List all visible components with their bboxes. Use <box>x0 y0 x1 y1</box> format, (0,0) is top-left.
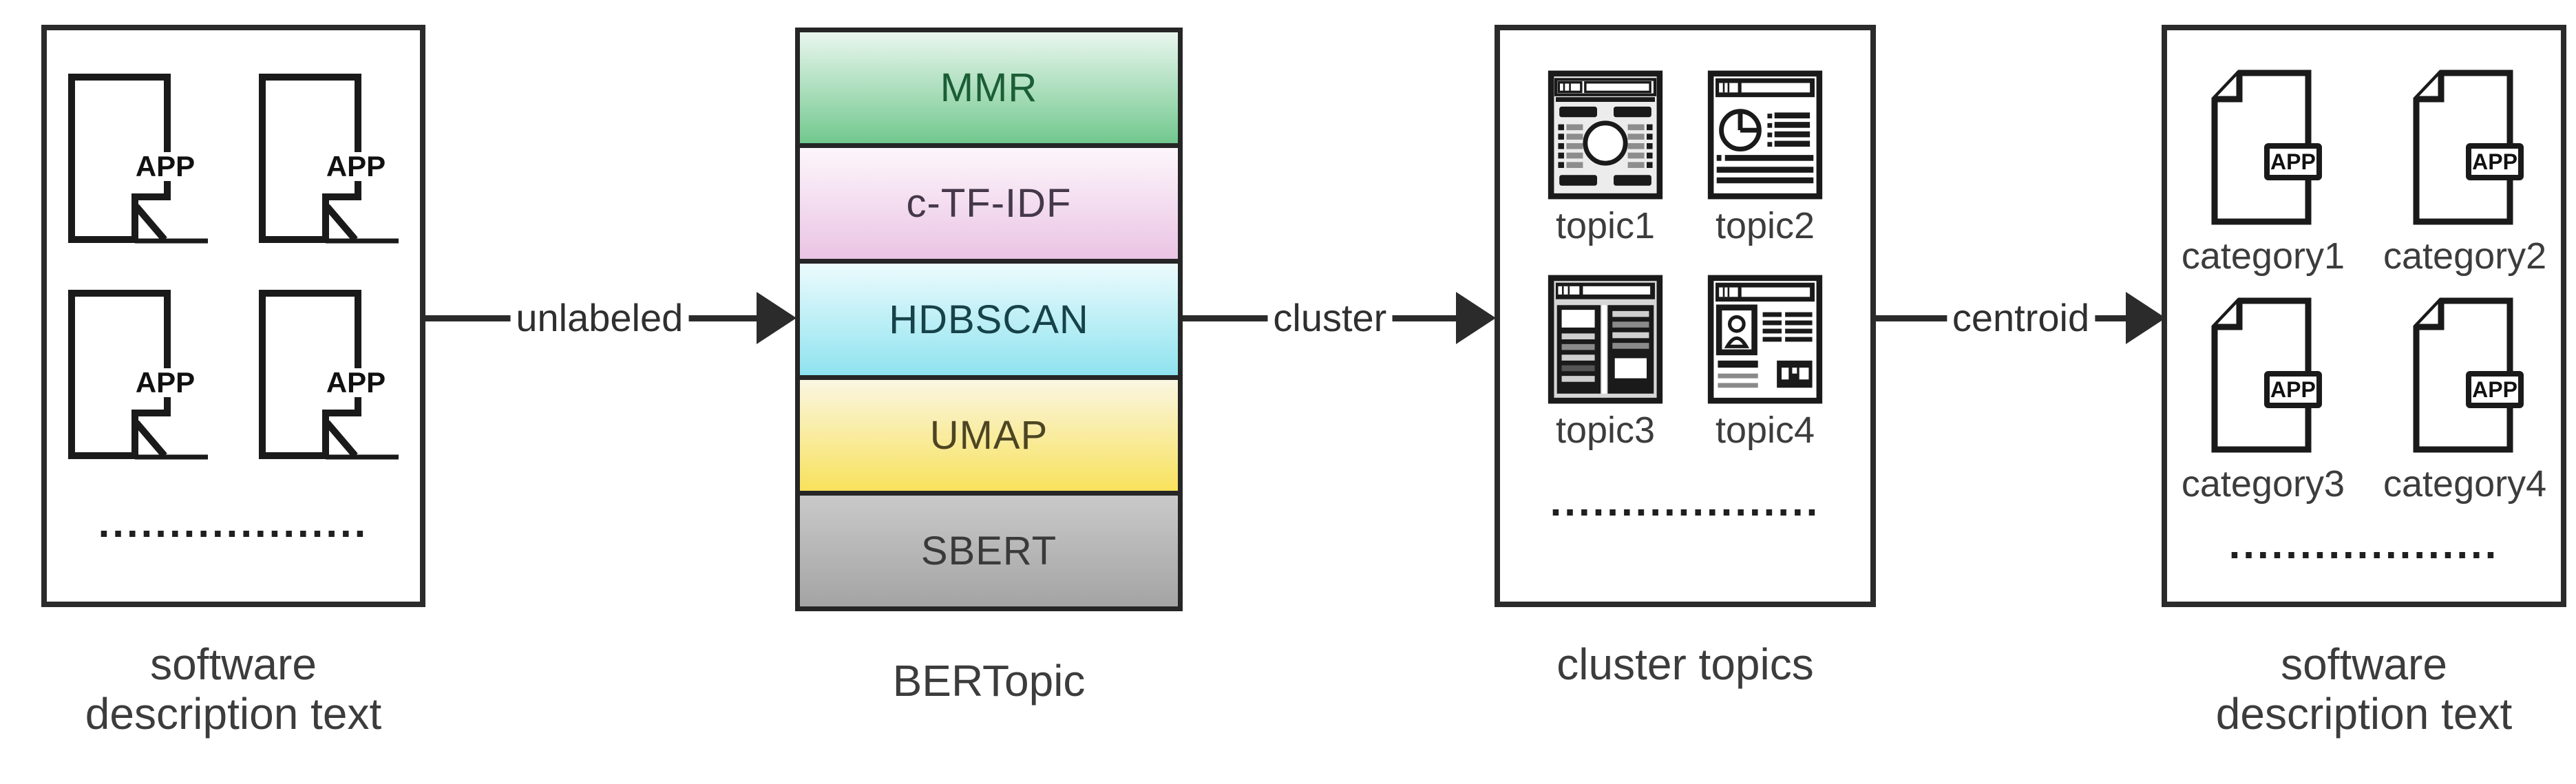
caption-line: description text <box>2215 688 2513 739</box>
topic-cell: topic2 <box>1706 69 1824 246</box>
categories-caption: software description text <box>2215 639 2513 739</box>
category-label: category4 <box>2383 463 2547 505</box>
bertopic-layer-mmr: MMR <box>795 28 1183 149</box>
topic1-webpage-icon <box>1548 70 1663 200</box>
source-box: APP APP APP <box>41 25 425 607</box>
bertopic-layer-umap: UMAP <box>795 374 1183 496</box>
document-page-icon <box>68 74 208 244</box>
topic4-webpage-icon <box>1707 275 1823 404</box>
app-file-label: APP <box>324 368 388 397</box>
topic-label: topic3 <box>1555 409 1656 451</box>
app-file-label: APP <box>133 368 198 397</box>
file-page-icon <box>2413 70 2513 225</box>
document-page-icon <box>68 290 208 460</box>
topic-label: topic2 <box>1715 205 1815 246</box>
arrow-label: cluster <box>1267 299 1393 337</box>
bertopic-panel: MMR c-TF-IDF HDBSCAN UMAP SBERT BERTopic <box>795 28 1183 706</box>
arrow-unlabeled: unlabeled <box>425 290 796 346</box>
arrowhead-icon <box>1456 292 1496 344</box>
ellipsis-dots: ................... <box>1550 489 1821 520</box>
arrowhead-icon <box>757 292 796 344</box>
caption-line: description text <box>85 688 382 739</box>
category-label: category2 <box>2383 235 2547 277</box>
layer-label: c-TF-IDF <box>906 181 1072 226</box>
app-badge: APP <box>2263 370 2322 408</box>
arrow-label: unlabeled <box>510 299 689 337</box>
topic2-webpage-icon <box>1707 70 1823 200</box>
layer-label: UMAP <box>929 412 1048 458</box>
topics-caption: cluster topics <box>1556 639 1814 689</box>
app-document-icon: APP <box>61 70 215 251</box>
bertopic-layer-ctfidf: c-TF-IDF <box>795 143 1183 264</box>
source-caption: software description text <box>85 639 382 739</box>
category-label: category1 <box>2181 235 2345 277</box>
app-badge: APP <box>2263 143 2322 180</box>
app-file-icon: APP <box>2193 294 2334 459</box>
arrow-label: centroid <box>1946 299 2095 337</box>
source-panel: APP APP APP <box>41 25 425 739</box>
app-document-icon: APP <box>251 286 406 467</box>
app-file-icon: APP <box>2394 294 2535 459</box>
bertopic-caption: BERTopic <box>892 656 1086 706</box>
layer-label: HDBSCAN <box>889 297 1089 342</box>
topic-cell: topic3 <box>1546 273 1665 450</box>
app-file-label: APP <box>133 152 198 181</box>
app-document-icon: APP <box>251 70 406 251</box>
app-file-label: APP <box>324 152 388 181</box>
category-cell: APP category4 <box>2383 294 2546 504</box>
topic-cell: topic4 <box>1706 273 1824 450</box>
categories-panel: APP category1 APP category2 <box>2162 25 2566 739</box>
topics-box: topic1 <box>1495 25 1876 607</box>
file-page-icon <box>2211 70 2312 225</box>
ellipsis-dots: ................... <box>2228 532 2500 563</box>
categories-grid: APP category1 APP category2 <box>2182 66 2546 503</box>
category-label: category3 <box>2181 463 2345 505</box>
category-cell: APP category3 <box>2182 294 2345 504</box>
topic3-webpage-icon <box>1548 275 1663 404</box>
arrow-centroid: centroid <box>1876 290 2166 346</box>
topic-label: topic4 <box>1715 409 1815 451</box>
app-badge: APP <box>2466 370 2524 408</box>
document-page-icon <box>259 290 399 460</box>
bertopic-stack: MMR c-TF-IDF HDBSCAN UMAP SBERT <box>795 28 1183 612</box>
layer-label: MMR <box>940 65 1038 111</box>
app-file-icon: APP <box>2394 66 2535 231</box>
topics-grid: topic1 <box>1546 69 1824 449</box>
arrow-cluster: cluster <box>1183 290 1496 346</box>
layer-label: SBERT <box>920 528 1057 573</box>
app-document-icon: APP <box>61 286 215 467</box>
bertopic-layer-sbert: SBERT <box>795 490 1183 612</box>
caption-line: software <box>2281 639 2447 689</box>
app-file-icon: APP <box>2193 66 2334 231</box>
bertopic-layer-hdbscan: HDBSCAN <box>795 259 1183 380</box>
category-cell: APP category2 <box>2383 66 2546 276</box>
app-badge: APP <box>2466 143 2524 180</box>
caption-line: software <box>150 639 317 689</box>
file-page-icon <box>2211 297 2312 453</box>
categories-box: APP category1 APP category2 <box>2162 25 2566 607</box>
topic-cell: topic1 <box>1546 69 1665 246</box>
document-page-icon <box>259 74 399 244</box>
arrowhead-icon <box>2126 292 2166 344</box>
topics-panel: topic1 <box>1495 25 1876 690</box>
category-cell: APP category1 <box>2182 66 2345 276</box>
source-docs-grid: APP APP APP <box>61 70 406 467</box>
file-page-icon <box>2413 297 2513 453</box>
topic-label: topic1 <box>1555 205 1656 246</box>
ellipsis-dots: ................... <box>98 511 369 541</box>
